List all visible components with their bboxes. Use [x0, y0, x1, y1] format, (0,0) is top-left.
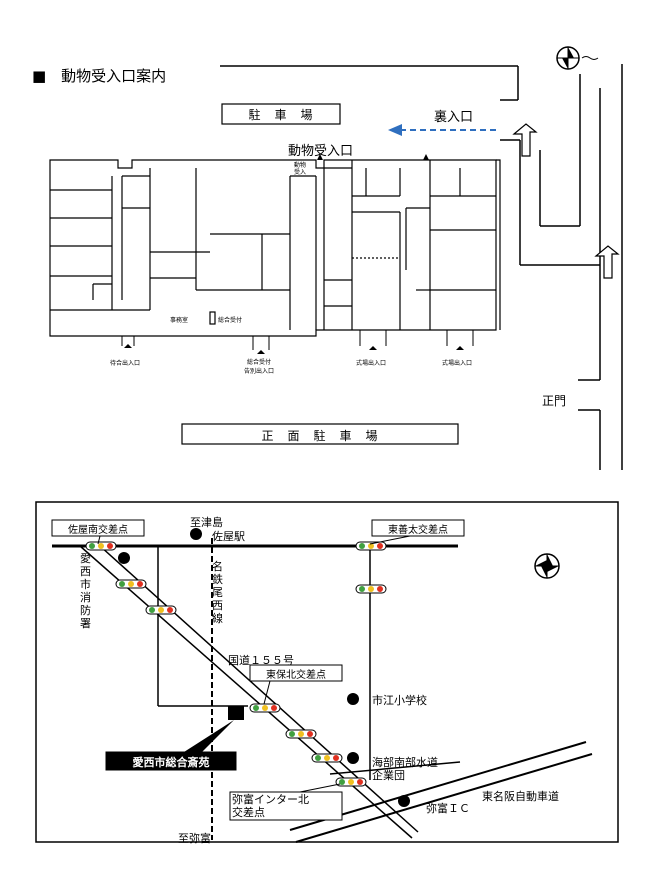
page-title: ■ 動物受入口案内 — [32, 67, 167, 85]
entrance-markers — [124, 154, 464, 354]
waiting-exit-label: 待合出入口 — [110, 360, 141, 367]
animal-entrance-label: 動物受入口 — [288, 144, 354, 159]
reception-label: 総合受付 — [218, 317, 243, 324]
building-outline — [49, 159, 501, 337]
parking-top-label: 駐 車 場 — [248, 108, 314, 122]
sayaminami-label: 佐屋南交差点 — [68, 525, 128, 536]
to-yatomi-label: 至弥富 — [178, 832, 211, 845]
turn-arrow-icon — [512, 123, 620, 279]
reception-exit-label: 総合受付告別出入口 — [244, 359, 275, 375]
expressway-label: 東名阪自動車道 — [482, 790, 559, 803]
map-landmarks — [118, 528, 410, 807]
map-compass-icon — [534, 553, 560, 579]
yatomi-ic-junction-label: 弥富インター北交差点 — [232, 793, 309, 819]
hall-exit-a-label: 式場出入口 — [356, 360, 387, 367]
to-tsushima-label: 至津島 — [190, 516, 223, 529]
fire-station-label: 愛西市消防署 — [80, 552, 91, 630]
saya-station-label: 佐屋駅 — [212, 530, 245, 543]
parking-front-box — [181, 423, 459, 445]
water-utility-label: 海部南部水道企業団 — [372, 756, 438, 782]
yatomi-ic-label: 弥富ＩＣ — [426, 802, 470, 815]
animal-small-label: 動物受入 — [294, 162, 307, 176]
site-roads — [500, 64, 623, 470]
north-compass-icon — [556, 46, 599, 70]
main-gate-label: 正門 — [542, 394, 567, 408]
map-roads — [52, 538, 593, 843]
traffic-light-icon — [85, 541, 387, 787]
parking-front-label: 正 面 駐 車 場 — [261, 429, 379, 443]
back-entrance-arrow — [388, 124, 496, 136]
higashiyasukita-label: 東保北交差点 — [266, 670, 326, 681]
aisai-hall-label: 愛西市総合斎苑 — [132, 756, 210, 769]
ichie-school-label: 市江小学校 — [372, 694, 427, 707]
office-label: 事務室 — [170, 317, 189, 324]
higashizenta-label: 東善太交差点 — [388, 525, 448, 536]
meitetsu-label: 名鉄尾西線 — [212, 560, 223, 625]
route155-label: 国道１５５号 — [228, 654, 294, 667]
back-entrance-label: 裏入口 — [434, 110, 474, 125]
parking-top-box — [221, 103, 341, 125]
hall-exit-b-label: 式場出入口 — [442, 360, 473, 367]
